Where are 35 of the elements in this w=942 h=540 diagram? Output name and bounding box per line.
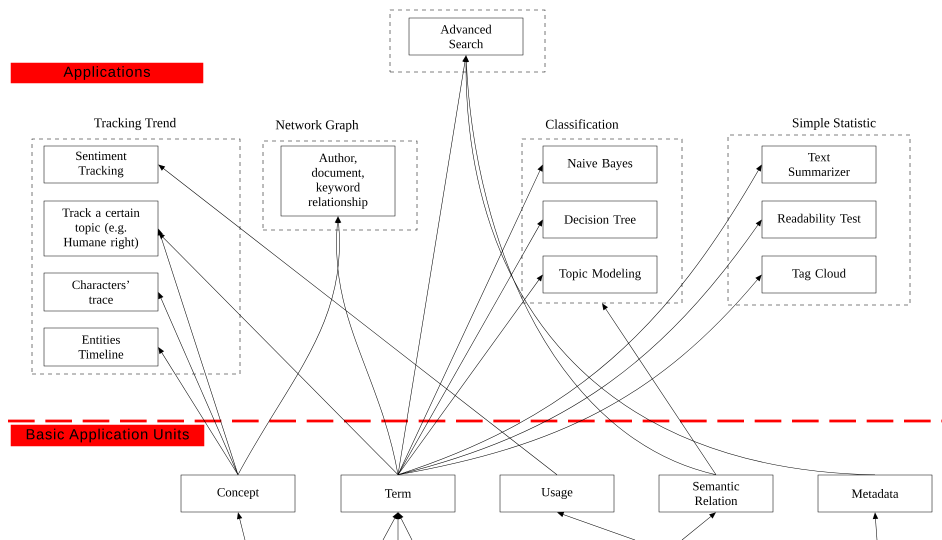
process-box: Track a certain topic (e.g. Humane right) (44, 200, 158, 256)
arrow (682, 512, 716, 540)
arrow (158, 347, 238, 475)
process-box: Author, document, keyword relationship (280, 146, 396, 216)
group-heading: Network Graph (276, 120, 358, 132)
process-box: Topic Modeling (542, 256, 658, 294)
arrow (557, 512, 636, 540)
group-frame (390, 10, 546, 72)
process-box: Metadata (818, 474, 932, 512)
process-box: Naive Bayes (542, 146, 658, 184)
arrow (158, 292, 238, 475)
process-box: Readability Test (762, 200, 876, 238)
arrow (398, 274, 762, 475)
arrow (398, 164, 543, 475)
group-heading: Classification (546, 119, 618, 129)
arrow (398, 164, 762, 475)
process-box: Decision Tree (542, 200, 658, 238)
section-banner: Applications (10, 62, 204, 84)
process-box: Text Summarizer (762, 146, 876, 184)
section-banner: Basic Application Units (10, 424, 204, 446)
arrow (398, 220, 762, 475)
process-box: Characters’ trace (44, 272, 158, 312)
process-box: Advanced Search (408, 18, 524, 56)
arrow (398, 274, 543, 475)
process-box: Semantic Relation (658, 474, 774, 512)
process-box: Entities Timeline (44, 328, 158, 366)
group-heading: Tracking Trend (94, 118, 176, 130)
arrow (398, 220, 543, 475)
process-box: Term (340, 474, 456, 512)
process-box: Sentiment Tracking (44, 146, 158, 184)
process-box: Usage (500, 474, 614, 512)
process-box: Tag Cloud (762, 256, 876, 294)
arrow (158, 228, 238, 475)
process-box: Concept (180, 474, 296, 512)
group-heading: Simple Statistic (792, 118, 876, 130)
